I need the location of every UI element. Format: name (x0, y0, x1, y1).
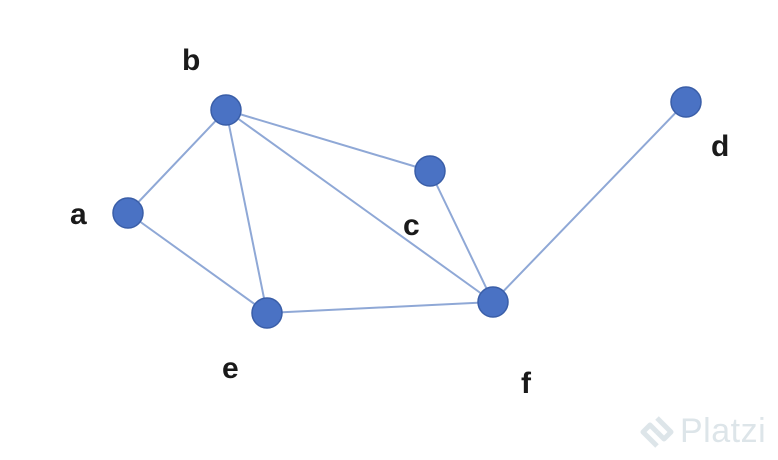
platzi-logo-icon (640, 415, 674, 449)
edge-b-c (225, 109, 431, 172)
nodes-group (112, 86, 702, 329)
labels-group: a b c d e f (70, 44, 729, 400)
edge-b-e (225, 109, 268, 314)
platzi-watermark: Platzi (640, 412, 766, 451)
node-label-a: a (70, 198, 87, 231)
node-label-b: b (182, 44, 200, 77)
node-e (251, 297, 283, 329)
node-d (670, 86, 702, 118)
edge-a-e (127, 212, 268, 314)
watermark-brand-text: Platzi (680, 412, 767, 450)
node-a (112, 197, 144, 229)
edge-e-f (266, 301, 494, 314)
node-b (210, 94, 242, 126)
edge-a-b (127, 109, 227, 214)
node-label-e: e (222, 352, 239, 385)
node-c (414, 155, 446, 187)
node-f (477, 286, 509, 318)
node-label-c: c (403, 209, 420, 242)
edges-group (127, 101, 687, 314)
node-label-d: d (711, 130, 729, 163)
edge-c-f (429, 170, 494, 303)
node-label-f: f (521, 367, 532, 400)
edge-b-f (225, 109, 494, 303)
edge-f-d (492, 101, 687, 303)
